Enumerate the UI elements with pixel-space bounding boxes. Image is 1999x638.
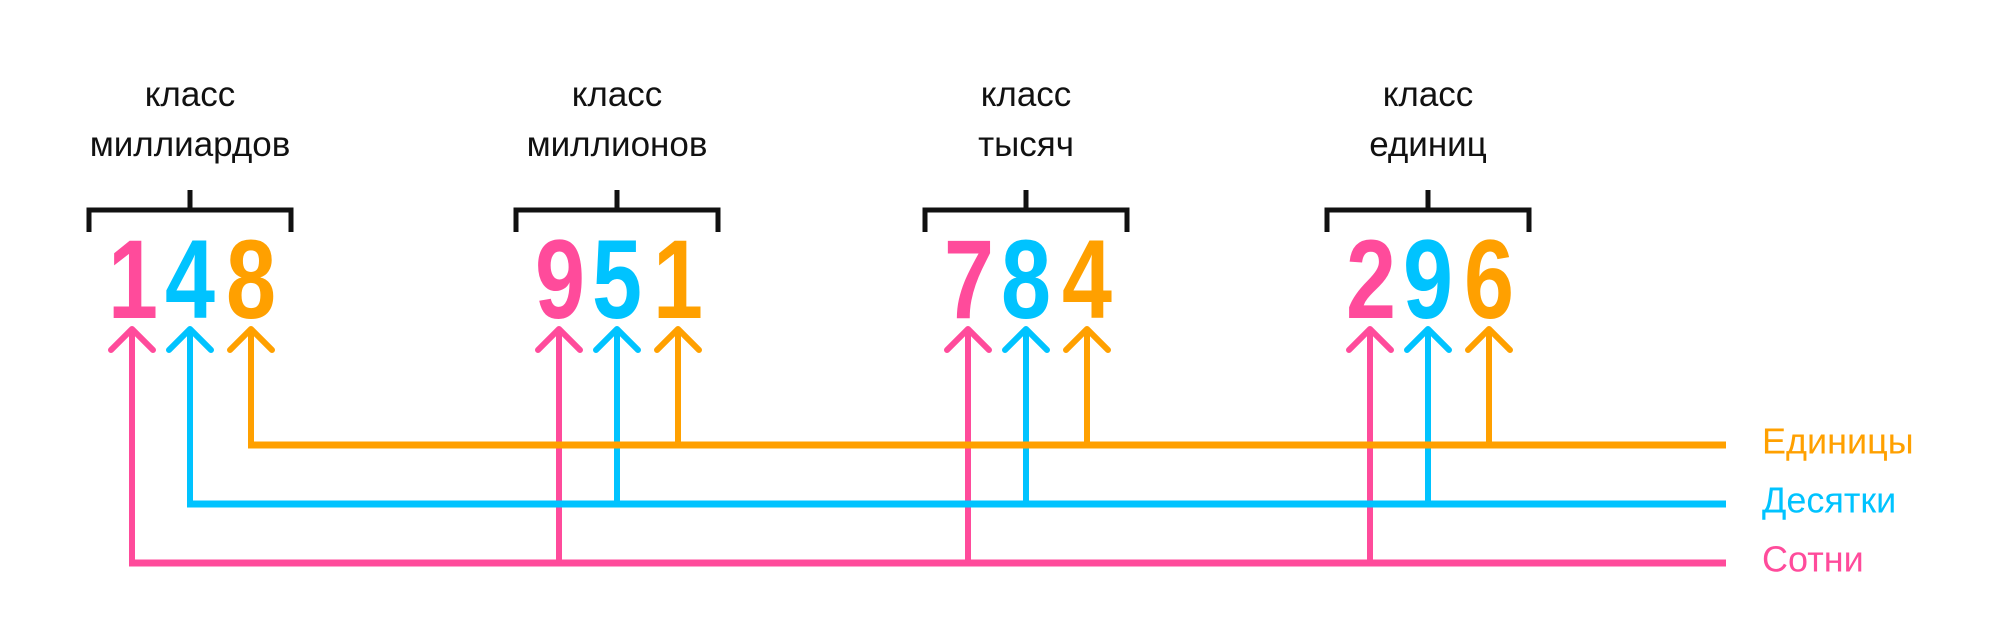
class-label-name: тысяч (978, 125, 1074, 164)
digit-hundreds: 7 (944, 217, 994, 342)
arrow-up-icon (1002, 326, 1050, 507)
legend-tens: Десятки (1762, 480, 1896, 521)
arrow-up-icon (593, 326, 641, 507)
digit-tens: 4 (165, 217, 215, 342)
class-bracket (86, 190, 294, 232)
digit-units: 6 (1464, 217, 1514, 342)
arrow-up-icon (1465, 326, 1513, 448)
digit-units: 8 (226, 217, 276, 342)
digit-units: 4 (1062, 217, 1112, 342)
arrow-up-icon (1404, 326, 1452, 507)
digit-hundreds: 9 (535, 217, 585, 342)
class-bracket (513, 190, 721, 232)
legend-units: Единицы (1762, 421, 1914, 462)
arrow-up-icon (108, 326, 156, 566)
class-label-line1: класс (1383, 75, 1474, 114)
class-label-name: миллионов (527, 125, 708, 164)
class-label-line1: класс (572, 75, 663, 114)
arrow-up-icon (1063, 326, 1111, 448)
digit-tens: 5 (592, 217, 642, 342)
digit-units: 1 (653, 217, 703, 342)
arrow-up-icon (654, 326, 702, 448)
class-label-name: миллиардов (90, 125, 291, 164)
class-label-line1: класс (981, 75, 1072, 114)
class-label-line1: класс (145, 75, 236, 114)
legend-hundreds: Сотни (1762, 539, 1864, 580)
digit-tens: 9 (1403, 217, 1453, 342)
digit-tens: 8 (1001, 217, 1051, 342)
class-bracket (922, 190, 1130, 232)
digit-hundreds: 2 (1346, 217, 1396, 342)
class-bracket (1324, 190, 1532, 232)
arrow-up-icon (227, 326, 275, 448)
digit-hundreds: 1 (108, 217, 158, 342)
arrow-up-icon (166, 326, 214, 507)
class-label-name: единиц (1369, 125, 1487, 164)
